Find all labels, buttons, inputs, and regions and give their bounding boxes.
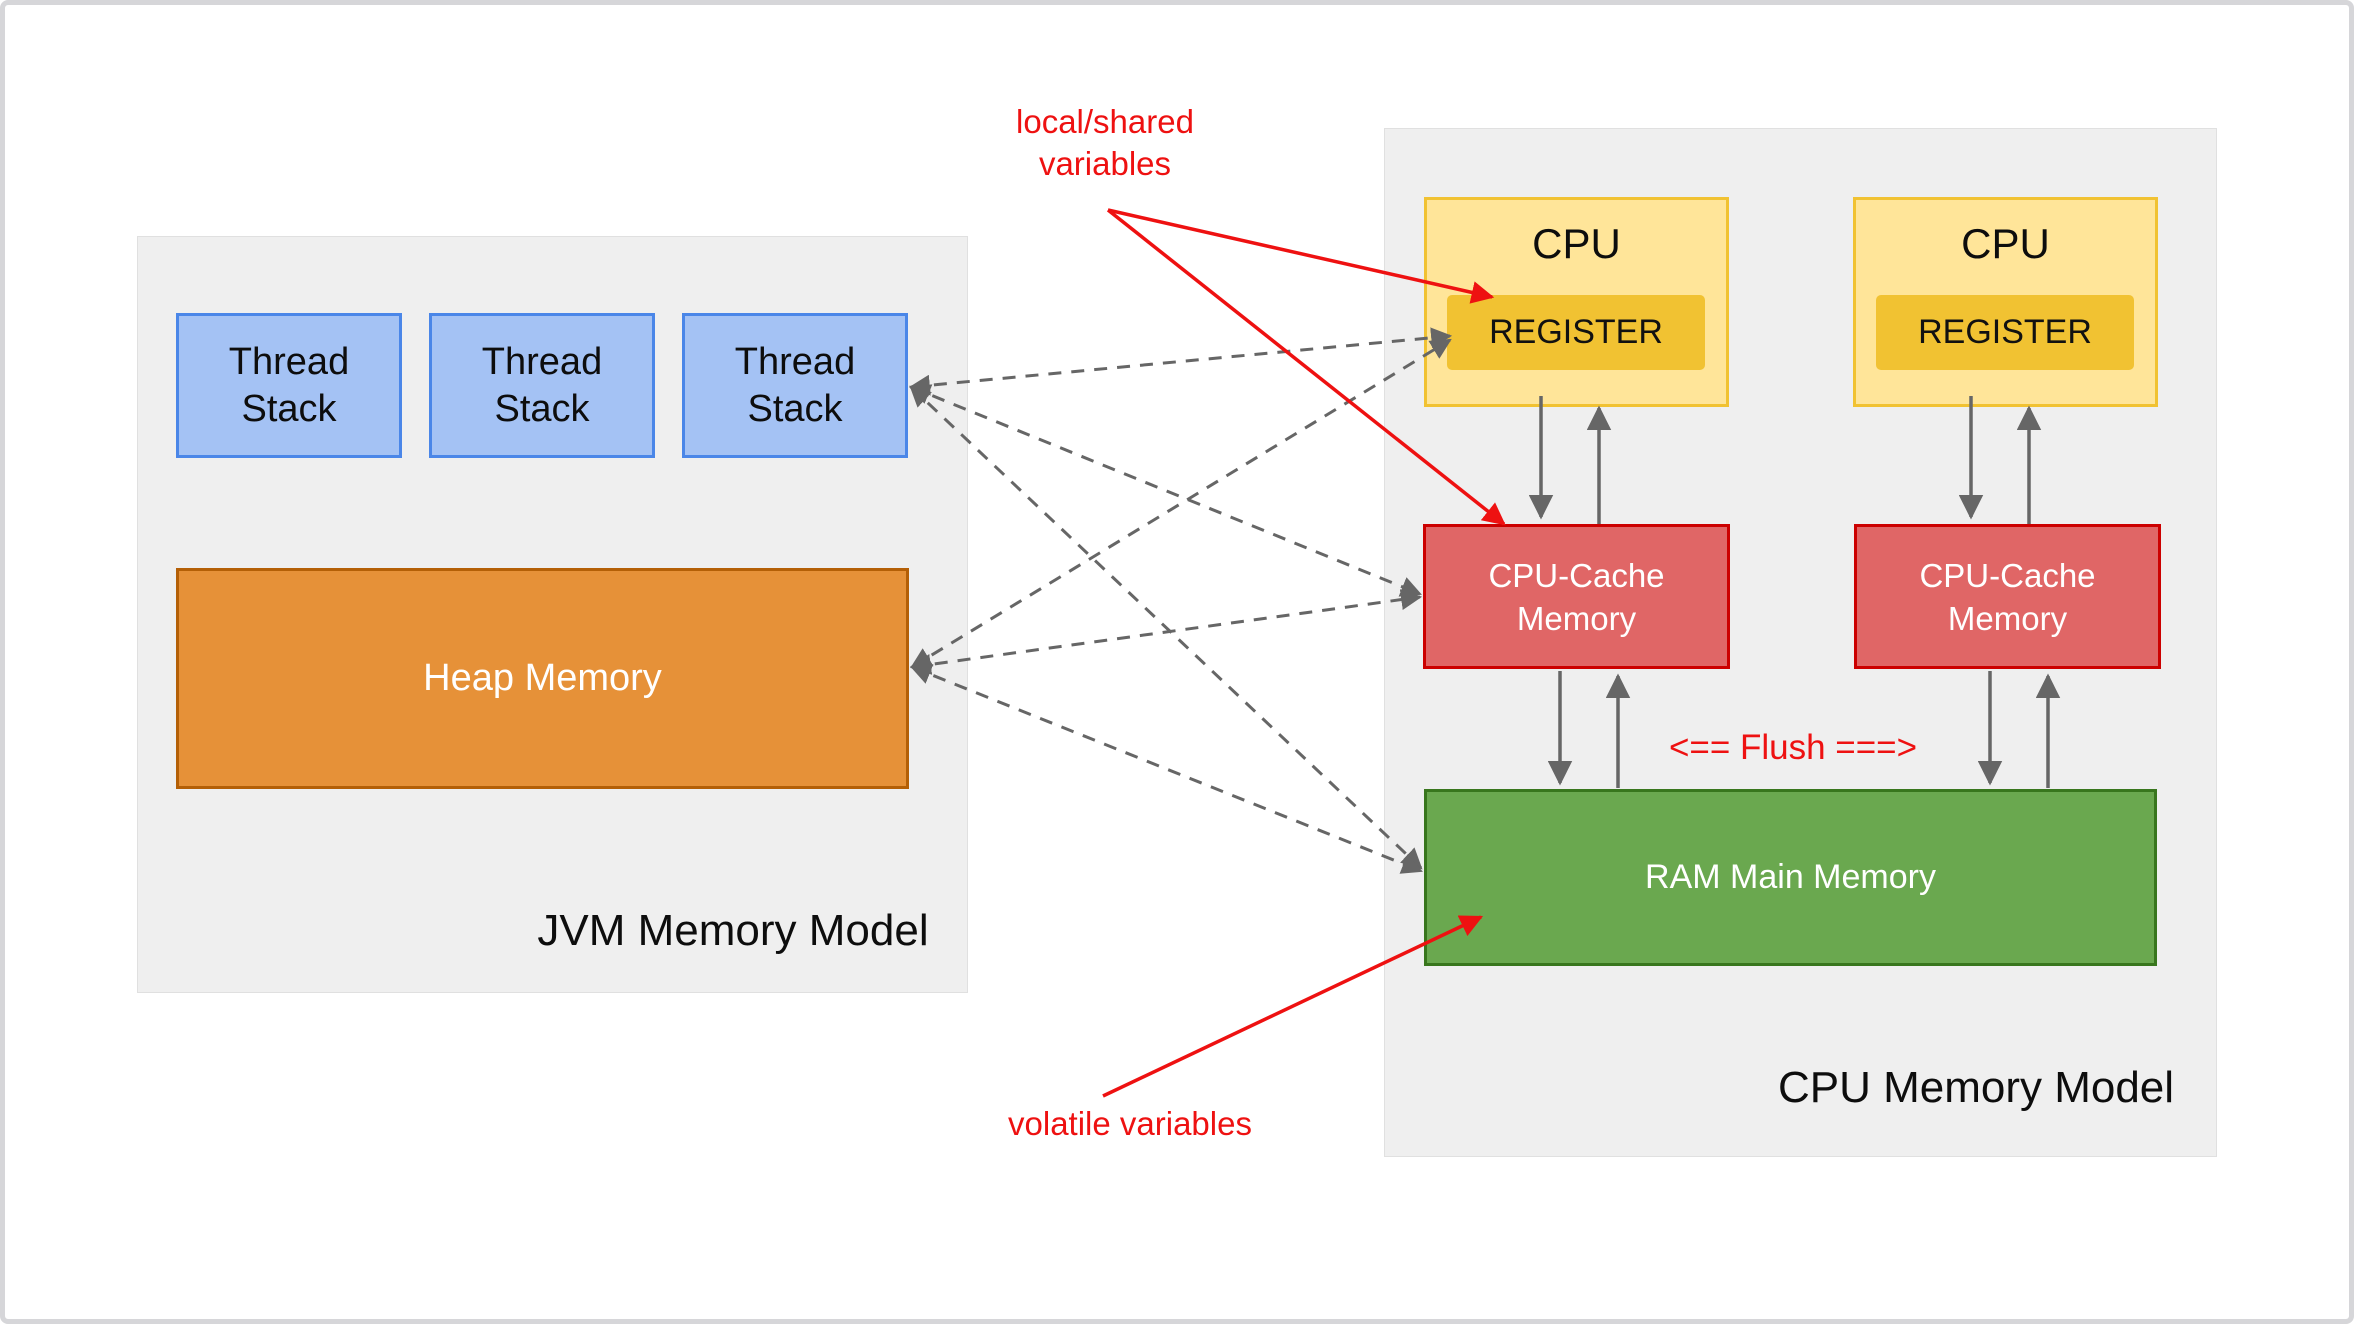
register-box: REGISTER <box>1447 295 1705 370</box>
thread-stack-label: Thread Stack <box>228 340 350 430</box>
cpu-cache-label: CPU-Cache Memory <box>1919 556 2096 637</box>
thread-stack-box-2: Thread Stack <box>429 313 655 458</box>
dashed-link-heap-ram <box>910 664 1423 874</box>
thread-stack-label: Thread Stack <box>481 340 603 430</box>
cpu-label: CPU <box>1961 220 2050 267</box>
heap-memory-box: Heap Memory <box>176 568 909 789</box>
volatile-variables-annotation: volatile variables <box>1008 1105 1252 1142</box>
register-box: REGISTER <box>1876 295 2134 370</box>
cpu-panel-title: CPU Memory Model <box>1777 1063 2175 1112</box>
cpu-box-1: CPU REGISTER <box>1424 197 1729 407</box>
local-shared-variables-annotation: local/shared variables <box>1016 103 1194 182</box>
heap-memory-label: Heap Memory <box>423 657 662 699</box>
ram-main-memory-label: RAM Main Memory <box>1645 858 1936 896</box>
cpu-label: CPU <box>1532 220 1621 267</box>
thread-stack-box-3: Thread Stack <box>682 313 908 458</box>
cpu-box-2: CPU REGISTER <box>1853 197 2158 407</box>
cpu-cache-box-2: CPU-Cache Memory <box>1854 524 2161 669</box>
register-label: REGISTER <box>1489 313 1663 351</box>
dashed-link-heap-cache <box>909 589 1423 675</box>
dashed-link-stack-cache <box>909 384 1422 597</box>
cpu-cache-box-1: CPU-Cache Memory <box>1423 524 1730 669</box>
dashed-link-stack-ram <box>909 385 1423 870</box>
cpu-cache-label: CPU-Cache Memory <box>1488 556 1665 637</box>
ram-main-memory-box: RAM Main Memory <box>1424 789 2157 966</box>
register-label: REGISTER <box>1918 313 2092 351</box>
dashed-link-heap-register <box>910 338 1452 669</box>
jvm-panel-title: JVM Memory Model <box>537 906 929 955</box>
thread-stack-label: Thread Stack <box>734 340 856 430</box>
dashed-link-stack-register <box>908 327 1453 396</box>
flush-annotation: <== Flush ===> <box>1668 728 1918 767</box>
thread-stack-box-1: Thread Stack <box>176 313 402 458</box>
